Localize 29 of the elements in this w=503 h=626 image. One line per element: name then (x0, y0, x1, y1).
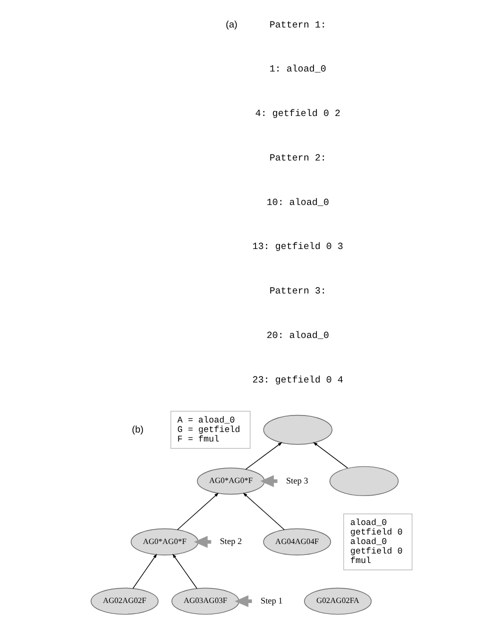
label: (b) (132, 424, 144, 436)
node-ellipse: AG03AG03F (171, 588, 240, 615)
arrow (132, 554, 157, 589)
label: 10: aload_0 (266, 196, 330, 208)
arrow (172, 554, 198, 589)
label: 23: getfield 0 4 (252, 374, 344, 386)
label: Pattern 1: (269, 19, 326, 30)
label: 20: aload_0 (266, 330, 330, 342)
node-box: A = aload_0 G = getfield F = fmul (170, 410, 251, 449)
arrow (177, 492, 219, 530)
node-box: aload_0 getfield 0 aload_0 getfield 0 fmul (343, 514, 412, 570)
node-ellipse: AG04AG04F (263, 528, 332, 556)
arrow (313, 442, 348, 468)
label: Pattern 2: (269, 152, 326, 164)
node-ellipse: AG0*AG0*F (130, 528, 199, 556)
arrow (245, 442, 282, 470)
label: 13: getfield 0 3 (252, 241, 344, 252)
node-ellipse: AG0*AG0*F (196, 468, 265, 495)
node-ellipse (329, 466, 399, 496)
node-text: Step 1 (260, 595, 283, 606)
label: (a) (226, 19, 238, 30)
label: Pattern 3: (269, 286, 326, 297)
arrow (243, 492, 285, 530)
node-text: Step 2 (220, 536, 242, 546)
label: 1: aload_0 (269, 64, 326, 75)
node-ellipse: AG02AG02F (90, 588, 159, 615)
node-ellipse: G02AG02FA (304, 588, 372, 615)
node-text: Step 3 (286, 475, 308, 486)
label: 4: getfield 0 2 (255, 108, 340, 120)
